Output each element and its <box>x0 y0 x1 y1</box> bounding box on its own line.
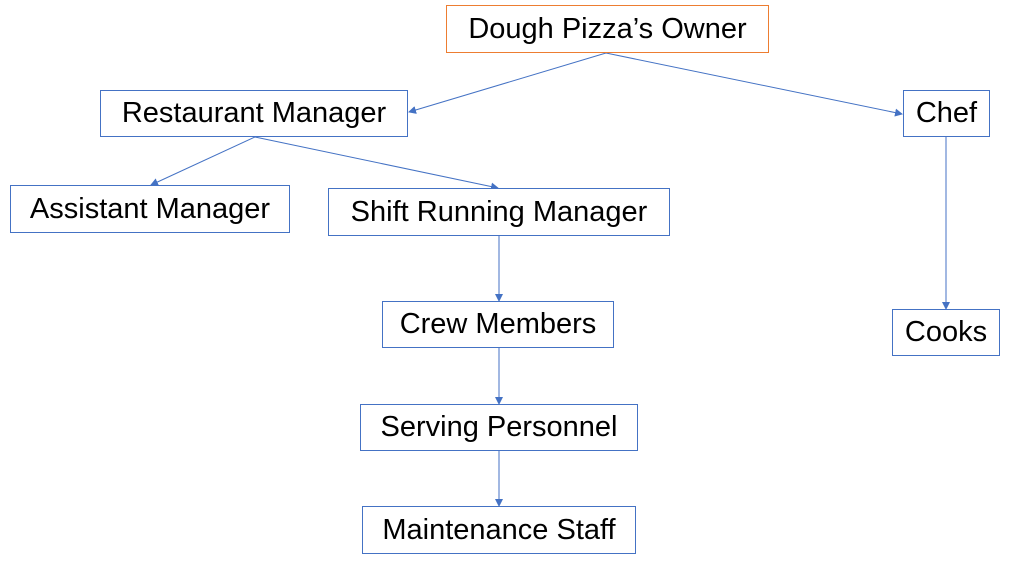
node-cooks-label: Cooks <box>904 316 988 348</box>
connector-restaurant-manager-to-assistant-manager <box>150 136 256 186</box>
node-maintenance-staff-label: Maintenance Staff <box>382 513 616 546</box>
node-crew-members: Crew Members <box>382 301 614 348</box>
node-serving-personnel: Serving Personnel <box>360 404 638 451</box>
node-maintenance-staff: Maintenance Staff <box>362 506 636 554</box>
node-chef-label: Chef <box>915 97 978 129</box>
node-shift-running-manager: Shift Running Manager <box>328 188 670 236</box>
node-restaurant-manager: Restaurant Manager <box>100 90 408 137</box>
node-restaurant-manager-label: Restaurant Manager <box>121 97 387 129</box>
connector-owner-to-restaurant-manager <box>408 52 607 114</box>
node-owner: Dough Pizza’s Owner <box>446 5 769 53</box>
connector-restaurant-manager-to-shift-running-manager <box>254 136 499 191</box>
node-chef: Chef <box>903 90 990 137</box>
node-owner-label: Dough Pizza’s Owner <box>468 12 747 45</box>
node-serving-personnel-label: Serving Personnel <box>380 411 618 443</box>
node-crew-members-label: Crew Members <box>399 308 597 340</box>
node-shift-running-manager-label: Shift Running Manager <box>350 195 648 228</box>
node-assistant-manager-label: Assistant Manager <box>29 192 271 225</box>
node-cooks: Cooks <box>892 309 1000 356</box>
node-assistant-manager: Assistant Manager <box>10 185 290 233</box>
connector-owner-to-chef <box>605 52 903 117</box>
